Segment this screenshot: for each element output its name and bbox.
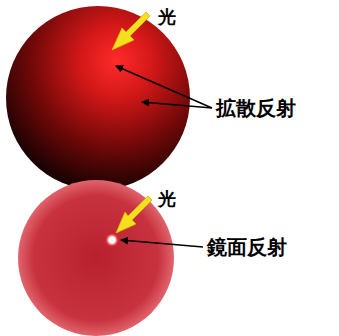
light-arrow [116, 196, 152, 233]
specular-sphere [18, 180, 174, 336]
light-label: 光 [158, 190, 176, 208]
leader-arrow [142, 102, 212, 108]
leader-arrow [121, 240, 203, 247]
reflection-label: 拡散反射 [216, 98, 296, 118]
specular-highlight [105, 233, 119, 247]
light-label: 光 [158, 8, 176, 26]
leader-arrow [116, 66, 212, 108]
light-arrow [112, 12, 150, 50]
reflection-label: 鏡面反射 [207, 237, 287, 257]
diffuse-sphere [6, 6, 190, 190]
